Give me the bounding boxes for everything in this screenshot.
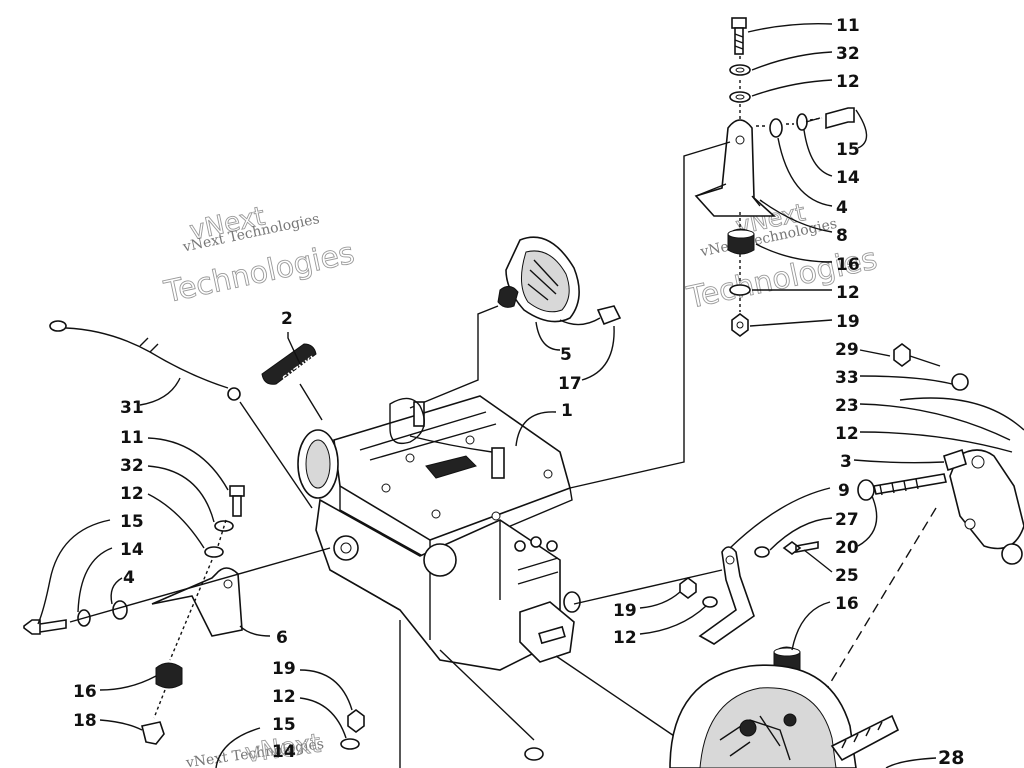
callout-4-top: 4 — [836, 198, 848, 218]
bolt-shank — [232, 495, 242, 517]
mount-bolt — [23, 619, 67, 635]
callout-19-top: 19 — [836, 312, 860, 332]
callout-19-bottom: 19 — [272, 659, 296, 679]
callout-8: 8 — [836, 226, 848, 246]
carriage-bolt-head — [857, 479, 875, 501]
spacer-washer — [769, 118, 783, 138]
flat-washer — [340, 738, 360, 750]
bolt-head — [731, 17, 747, 29]
callout-16-top: 16 — [836, 255, 860, 275]
callout-11-left: 11 — [120, 428, 144, 448]
bottom-center-stack — [215, 620, 544, 768]
callout-31: 31 — [120, 398, 144, 418]
callout-32-left: 32 — [120, 456, 144, 476]
callout-16-right: 16 — [835, 594, 859, 614]
callout-33: 33 — [835, 368, 859, 388]
callout-28: 28 — [938, 747, 964, 768]
cylinder-bore — [423, 543, 457, 577]
left-mount-stack — [23, 437, 331, 745]
output-shaft — [538, 625, 566, 645]
flat-washer — [702, 596, 718, 608]
spark-plug — [491, 447, 505, 479]
flat-washer — [796, 113, 808, 131]
callout-11-top: 11 — [836, 16, 860, 36]
callout-3: 3 — [840, 452, 852, 472]
connector — [596, 305, 622, 326]
callout-16-left: 16 — [73, 682, 97, 702]
callout-19-right: 19 — [613, 601, 637, 621]
callout-20: 20 — [835, 538, 859, 558]
callout-17: 17 — [558, 374, 582, 394]
spacer-washer — [112, 600, 128, 620]
callout-14-bottom: 14 — [272, 742, 296, 762]
callout-15-top: 15 — [836, 140, 860, 160]
hex-nut — [347, 709, 365, 733]
rubber-mount — [155, 662, 183, 689]
callout-labels: 11 32 12 15 14 4 8 16 12 19 2 5 17 1 31 … — [73, 16, 964, 768]
flange-bolt-head — [893, 343, 911, 367]
spacer-washer — [951, 373, 969, 391]
callout-5: 5 — [560, 345, 572, 365]
watermark-group-bottom-left: vNext Technologies vNext — [184, 728, 325, 768]
drive-clutch — [669, 664, 937, 768]
cap-screw — [782, 541, 819, 555]
callout-15-bottom: 15 — [272, 715, 296, 735]
callout-32-top: 32 — [836, 44, 860, 64]
callout-12-top: 12 — [836, 72, 860, 92]
callout-14-top: 14 — [836, 168, 860, 188]
suzuki-decal: SUZUKI — [261, 332, 323, 421]
far-right-mount — [819, 343, 1024, 701]
top-right-leaders — [569, 22, 868, 489]
callout-27: 27 — [835, 510, 859, 530]
clutch-arm — [830, 714, 900, 762]
engine-mount-bracket — [694, 119, 777, 217]
callout-9: 9 — [838, 481, 850, 501]
support-bracket — [698, 546, 755, 645]
callout-15-left: 15 — [120, 512, 144, 532]
callout-12-mid: 12 — [836, 283, 860, 303]
ground-cable — [49, 320, 313, 509]
callout-25: 25 — [835, 566, 859, 586]
hex-nut — [679, 577, 697, 599]
watermark-group-left: vNext vNext Technologies Technologies — [160, 201, 358, 311]
callout-18: 18 — [73, 711, 97, 731]
flat-washer — [524, 747, 544, 761]
cable-terminal — [227, 387, 241, 401]
callout-12-lower: 12 — [613, 628, 637, 648]
spark-plug — [413, 401, 425, 427]
flat-washer — [729, 284, 751, 296]
flat-washer — [754, 546, 770, 558]
callout-12-left: 12 — [120, 484, 144, 504]
engine-assembly — [297, 395, 581, 671]
flat-washer — [204, 546, 224, 558]
crankcase — [315, 498, 561, 671]
carriage-bolt-shank — [873, 473, 947, 495]
tab-washer — [943, 448, 967, 472]
callout-14-left: 14 — [120, 540, 144, 560]
callout-2: 2 — [281, 309, 293, 329]
recoil-starter-cover — [409, 236, 622, 409]
cable-terminal — [49, 320, 67, 332]
callout-4-left: 4 — [123, 568, 135, 588]
flange-bolt — [141, 721, 165, 745]
top-right-mount-stack — [694, 17, 855, 337]
engine-mount-bracket — [151, 567, 243, 637]
callout-1: 1 — [561, 401, 573, 421]
callout-29: 29 — [835, 340, 859, 360]
bolt-head — [229, 485, 245, 497]
callout-6: 6 — [276, 628, 288, 648]
mount-bolt — [825, 107, 855, 130]
callout-12-bottom: 12 — [272, 687, 296, 707]
callout-23: 23 — [835, 396, 859, 416]
callout-12-right: 12 — [835, 424, 859, 444]
